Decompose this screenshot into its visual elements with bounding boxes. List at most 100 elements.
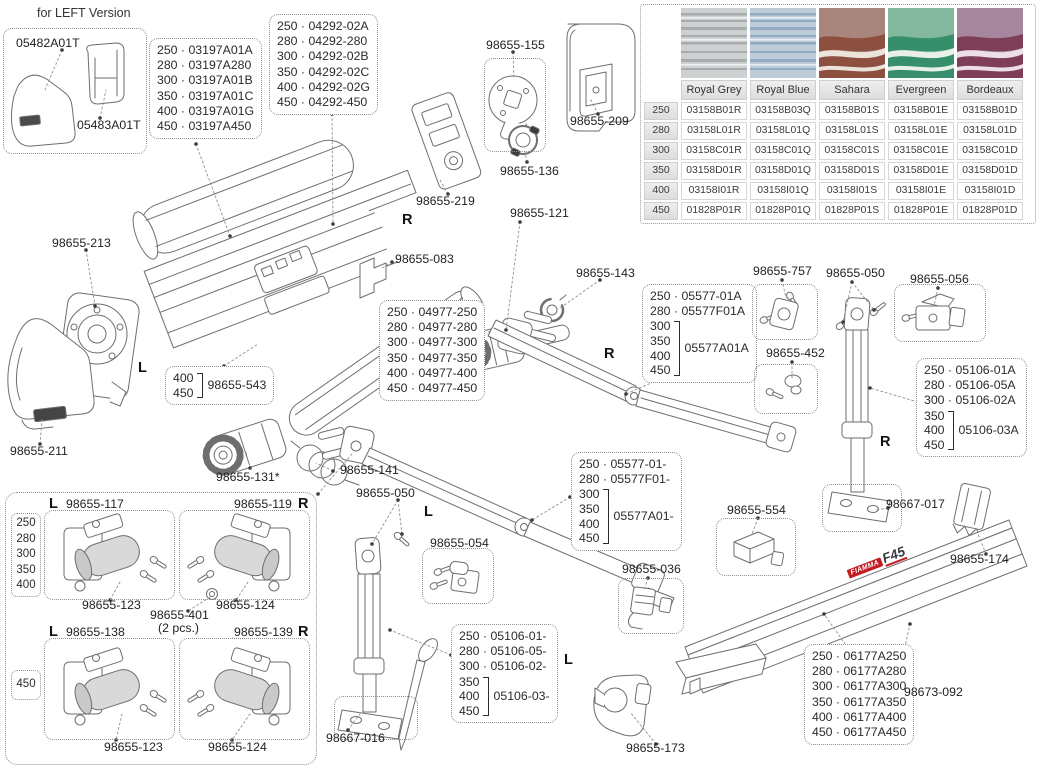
side-letter-right: R [402, 212, 413, 228]
slider-554-box [716, 518, 796, 576]
fabric-column-header: Evergreen [888, 80, 954, 100]
fabric-column-header: Bordeaux [957, 80, 1023, 100]
part-label-98655-050-right: 98655-050 [826, 266, 885, 280]
kit-sizes-upper: 250 280 300 350 400 [11, 513, 41, 597]
side-letter-right: R [298, 624, 309, 640]
lead-rail-drawing [684, 519, 1028, 694]
fabric-code-cell: 03158C01Q [750, 142, 816, 160]
kit-upper-left-box [44, 510, 175, 600]
part-label-98655-209: 98655-209 [570, 114, 629, 128]
fabric-code-cell: 01828P01S [819, 202, 885, 220]
parts-list-fabric-roll: 250 · 04292-02A 280 · 04292-280 300 · 04… [269, 14, 378, 116]
fabric-code-cell: 03158L01D [957, 122, 1023, 140]
fabric-code-cell: 03158D01E [888, 162, 954, 180]
c-ring-drawing [539, 294, 567, 323]
spring-clip-drawing [359, 257, 387, 299]
fabric-size-cell: 450 [644, 202, 678, 220]
fabric-size-cell: 250 [644, 102, 678, 120]
part-label-98655-054: 98655-054 [430, 536, 489, 550]
fabric-code-cell: 03158B01E [888, 102, 954, 120]
fabric-code-cell: 03158D01R [681, 162, 747, 180]
part-label-98667-017: 98667-017 [886, 497, 945, 511]
kit-sizes-lower: 450 [11, 670, 41, 700]
bracket-glyph [482, 676, 489, 717]
kit-lower-right-box [179, 638, 310, 740]
part-label-98655-123: 98655-123 [82, 598, 141, 612]
center-leg-drawing [337, 530, 438, 751]
gear-motor-drawing [202, 418, 287, 476]
fabric-column-header: Royal Blue [750, 80, 816, 100]
part-label-98655-050-center: 98655-050 [356, 486, 415, 500]
part-label-98655-757: 98655-757 [753, 264, 812, 278]
part-label-98655-143: 98655-143 [576, 266, 635, 280]
fabric-column-header: Royal Grey [681, 80, 747, 100]
part-label-98655-131: 98655-131* [216, 470, 280, 484]
rail-clamp-drawing [593, 674, 652, 737]
fabric-code-cell: 03158L01S [819, 122, 885, 140]
knob-box [484, 58, 546, 152]
part-label-05483A01T: 05483A01T [77, 118, 141, 132]
part-label-98655-117: 98655-117 [66, 497, 124, 511]
parts-list-left-arm: 250 · 05577-01- 280 · 05577F01- 300 350 … [571, 452, 682, 551]
part-label-98655-138: 98655-138 [66, 625, 125, 639]
bracket-757-box [752, 284, 818, 340]
part-label-98667-016: 98667-016 [326, 731, 385, 745]
fabric-code-cell: 03158I01D [957, 182, 1023, 200]
lead-bar-bracket-drawing [627, 586, 673, 630]
side-letter-left: L [138, 360, 147, 376]
fabric-code-cell: 03158I01E [888, 182, 954, 200]
fabric-code-cell: 03158D01S [819, 162, 885, 180]
fabric-code-cell: 03158L01R [681, 122, 747, 140]
case-profile-drawing [132, 139, 417, 349]
side-letter-right: R [880, 434, 891, 450]
fabric-code-cell: 01828P01D [957, 202, 1023, 220]
bracket-glyph [673, 321, 680, 376]
arm-bracket-054-drawing [428, 560, 480, 594]
parts-list-case-profile: 250 · 03197A01A 280 · 03197A280 300 · 03… [149, 38, 263, 140]
fabric-code-cell: 03158L01Q [750, 122, 816, 140]
fabric-code-cell: 03158B01S [819, 102, 885, 120]
bracket-056-drawing [900, 293, 966, 331]
bracket-056-box [894, 284, 986, 342]
fabric-swatch-royal-blue [750, 8, 816, 78]
left-caps-box [3, 28, 147, 154]
tension-spring-drawing [290, 440, 360, 486]
end-bracket-drawing [411, 92, 482, 190]
fabric-code-cell: 03158D01Q [750, 162, 816, 180]
side-letter-left: L [49, 624, 58, 640]
part-label-98655-056: 98655-056 [910, 272, 969, 286]
fabric-code-cell: 03158L01E [888, 122, 954, 140]
fabric-swatch-bordeaux [957, 8, 1023, 78]
fabric-code-cell: 03158C01E [888, 142, 954, 160]
fiamma-sticker [19, 114, 41, 127]
part-label-98655-155: 98655-155 [486, 38, 545, 52]
right-arm-drawing [487, 310, 797, 453]
part-label-05482A01T: 05482A01T [16, 36, 80, 50]
part-label-98655-121: 98655-121 [510, 206, 569, 220]
right-foot-box [822, 484, 902, 532]
mounting-knuckle-drawings [63, 513, 290, 725]
washer-452-drawing [764, 374, 802, 402]
left-caps-drawing [10, 42, 125, 147]
fabric-code-cell: 03158D01D [957, 162, 1023, 180]
wall-slider-drawing [733, 531, 785, 567]
part-label-98655-219: 98655-219 [416, 194, 475, 208]
part-label-98655-119: 98655-119 [234, 497, 292, 511]
part-label-98655-211: 98655-211 [10, 444, 68, 458]
part-label-98655-139: 98655-139 [234, 625, 293, 639]
left-version-note: for LEFT Version [37, 6, 131, 20]
part-label-98655-401-qty: (2 pcs.) [158, 621, 199, 635]
part-label-98655-124: 98655-124 [208, 740, 267, 754]
part-label-98655-452: 98655-452 [766, 346, 825, 360]
part-label-98655-174: 98655-174 [950, 552, 1009, 566]
kit-lower-left-box [44, 638, 175, 740]
case-end-cap-drawing [7, 318, 95, 430]
fabric-size-cell: 280 [644, 122, 678, 140]
kit-upper-right-box [179, 510, 310, 600]
washer-452-box [754, 364, 818, 414]
end-cap-drawing [566, 23, 636, 132]
fabric-swatch-evergreen [888, 8, 954, 78]
part-label-98655-123: 98655-123 [104, 740, 163, 754]
bracket-757-drawing [758, 290, 801, 331]
